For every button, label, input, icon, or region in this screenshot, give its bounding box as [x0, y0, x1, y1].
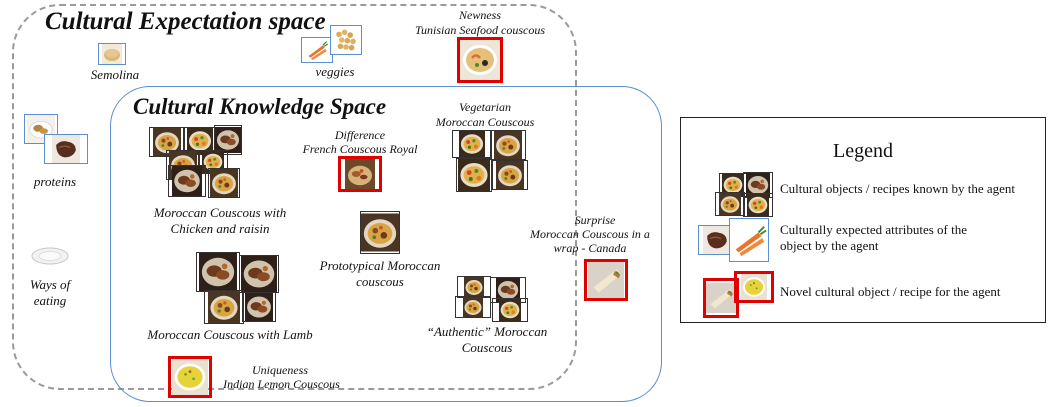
lamb-dish-image-1: [196, 252, 240, 292]
veggies-chickpea-image: [330, 25, 362, 55]
vegetarian-label-line1: Vegetarian: [459, 100, 511, 114]
proteins-beef-image: [44, 134, 88, 164]
vegetarian-dish-image-2: [490, 130, 526, 160]
legend-novel-label: Novel cultural object / recipe for the a…: [780, 284, 1001, 299]
semolina-image: [98, 43, 126, 65]
newness-dish-label: Tunisian Seafood couscous: [414, 23, 545, 37]
french-couscous-royal-image: [338, 156, 382, 192]
prototypical-couscous-image: [360, 211, 400, 254]
couscous-wrap-canada-image: [584, 259, 628, 301]
legend-known-icon-3: [715, 192, 745, 216]
plate-image: [30, 246, 70, 266]
proteins-label: proteins: [33, 174, 77, 189]
uniqueness-dish-label: Indian Lemon Couscous: [223, 377, 340, 391]
legend-expected-label: Culturally expected attributes of the ob…: [780, 222, 967, 253]
chicken-raisin-label: Moroccan Couscous with Chicken and raisi…: [153, 205, 287, 236]
cultural-knowledge-space-boundary: [110, 86, 662, 402]
cultural-expectation-space-title: Cultural Expectation space: [45, 8, 326, 35]
legend-known-label: Cultural objects / recipes known by the …: [780, 181, 1016, 196]
cultural-knowledge-space-title: Cultural Knowledge Space: [133, 94, 387, 119]
authentic-dish-image-4: [492, 298, 528, 322]
indian-lemon-couscous-image: [168, 356, 212, 398]
legend-novel-icon-2: [734, 271, 774, 303]
uniqueness-tag: Uniqueness: [252, 363, 308, 377]
surprise-dish-label: Moroccan Couscous in a wrap - Canada: [530, 227, 650, 255]
vegetarian-dish-image-3: [456, 158, 492, 192]
newness-tag: Newness: [459, 8, 501, 22]
ways-of-eating-label: Ways of eating: [29, 277, 71, 308]
authentic-dish-image-1: [457, 276, 491, 298]
semolina-label: Semolina: [90, 67, 140, 82]
legend-known-icon-4: [743, 193, 773, 217]
legend-title: Legend: [833, 140, 893, 162]
vegetarian-dish-image-4: [492, 160, 528, 190]
legend-novel-icon-1: [703, 278, 739, 318]
veggies-carrot-image: [301, 37, 333, 63]
prototypical-label: Prototypical Moroccan couscous: [319, 258, 441, 289]
authentic-dish-image-3: [455, 296, 491, 318]
chicken-dish-image-7: [208, 168, 240, 198]
veggies-label: veggies: [315, 64, 355, 79]
chicken-dish-image-1: [149, 127, 185, 157]
chicken-dish-image-3: [214, 125, 242, 155]
difference-tag: Difference: [334, 128, 386, 142]
vegetarian-dish-image-1: [452, 130, 492, 158]
difference-dish-label: French Couscous Royal: [302, 142, 418, 156]
lamb-dish-image-4: [242, 292, 276, 322]
vegetarian-label-line2: Moroccan Couscous: [435, 115, 535, 129]
surprise-tag: Surprise: [574, 213, 616, 227]
tunisian-seafood-couscous-image: [457, 37, 503, 83]
authentic-label: “Authentic” Moroccan Couscous: [426, 324, 548, 355]
cultural-expectation-space-boundary: [12, 4, 577, 390]
legend-expected-icon-2: [729, 218, 769, 262]
lamb-label: Moroccan Couscous with Lamb: [147, 327, 313, 342]
legend-box: Legend Cultural objects / recipes known …: [680, 117, 1046, 323]
lamb-dish-image-2: [239, 255, 279, 293]
lamb-dish-image-3: [204, 290, 244, 324]
chicken-dish-image-6: [168, 165, 206, 197]
